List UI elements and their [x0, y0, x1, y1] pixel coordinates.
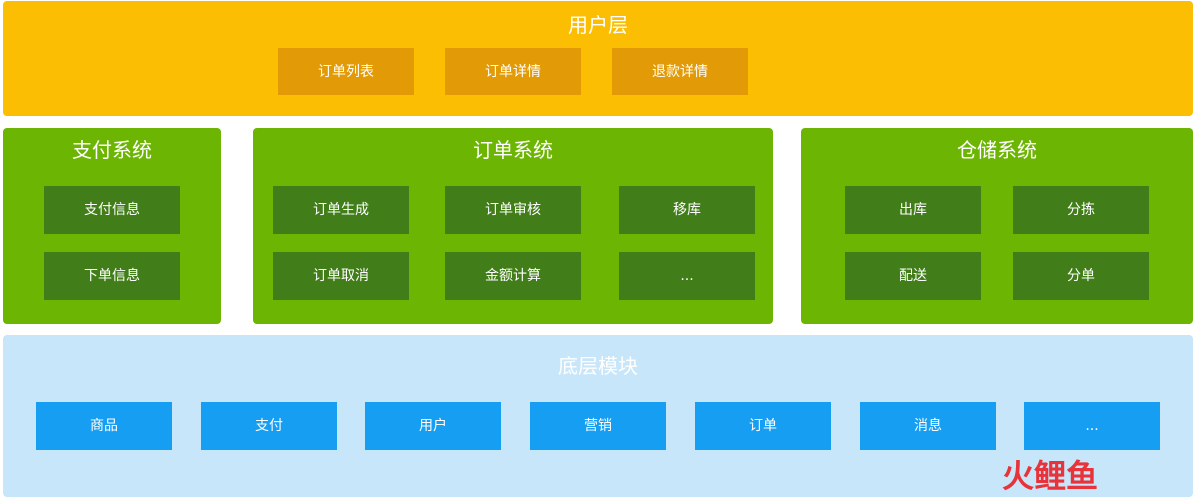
warehouse-item-sorting: 分拣	[1013, 186, 1149, 234]
base-item-order: 订单	[695, 402, 831, 450]
base-layer-title: 底层模块	[558, 354, 638, 378]
payment-item-pay-info: 支付信息	[44, 186, 180, 234]
order-item-more: ...	[619, 252, 755, 300]
base-item-marketing: 营销	[530, 402, 666, 450]
base-item-payment: 支付	[201, 402, 337, 450]
user-layer-item-order-list: 订单列表	[278, 48, 414, 95]
watermark-logo: 火鲤鱼	[1002, 457, 1098, 493]
warehouse-item-delivery: 配送	[845, 252, 981, 300]
base-layer: 底层模块 商品 支付 用户 营销 订单 消息 ...	[3, 335, 1193, 497]
warehouse-item-split-order: 分单	[1013, 252, 1149, 300]
order-item-transfer: 移库	[619, 186, 755, 234]
user-layer-item-order-detail: 订单详情	[445, 48, 581, 95]
order-item-review: 订单审核	[445, 186, 581, 234]
warehouse-system-title: 仓储系统	[957, 138, 1037, 162]
order-system-panel: 订单系统 订单生成 订单审核 移库 订单取消 金额计算 ...	[253, 128, 773, 324]
payment-system-panel: 支付系统 支付信息 下单信息	[3, 128, 221, 324]
payment-system-title: 支付系统	[72, 138, 152, 162]
base-item-product: 商品	[36, 402, 172, 450]
order-item-create: 订单生成	[273, 186, 409, 234]
order-system-title: 订单系统	[473, 138, 553, 162]
base-item-message: 消息	[860, 402, 996, 450]
user-layer-title: 用户层	[568, 13, 628, 37]
user-layer: 用户层 订单列表 订单详情 退款详情	[3, 1, 1193, 116]
user-layer-item-refund-detail: 退款详情	[612, 48, 748, 95]
warehouse-system-panel: 仓储系统 出库 分拣 配送 分单	[801, 128, 1193, 324]
watermark-logo-text: 火鲤鱼	[1002, 457, 1098, 493]
warehouse-item-outbound: 出库	[845, 186, 981, 234]
order-item-cancel: 订单取消	[273, 252, 409, 300]
payment-item-order-info: 下单信息	[44, 252, 180, 300]
order-item-amount-calc: 金额计算	[445, 252, 581, 300]
base-item-more: ...	[1024, 402, 1160, 450]
base-item-user: 用户	[365, 402, 501, 450]
